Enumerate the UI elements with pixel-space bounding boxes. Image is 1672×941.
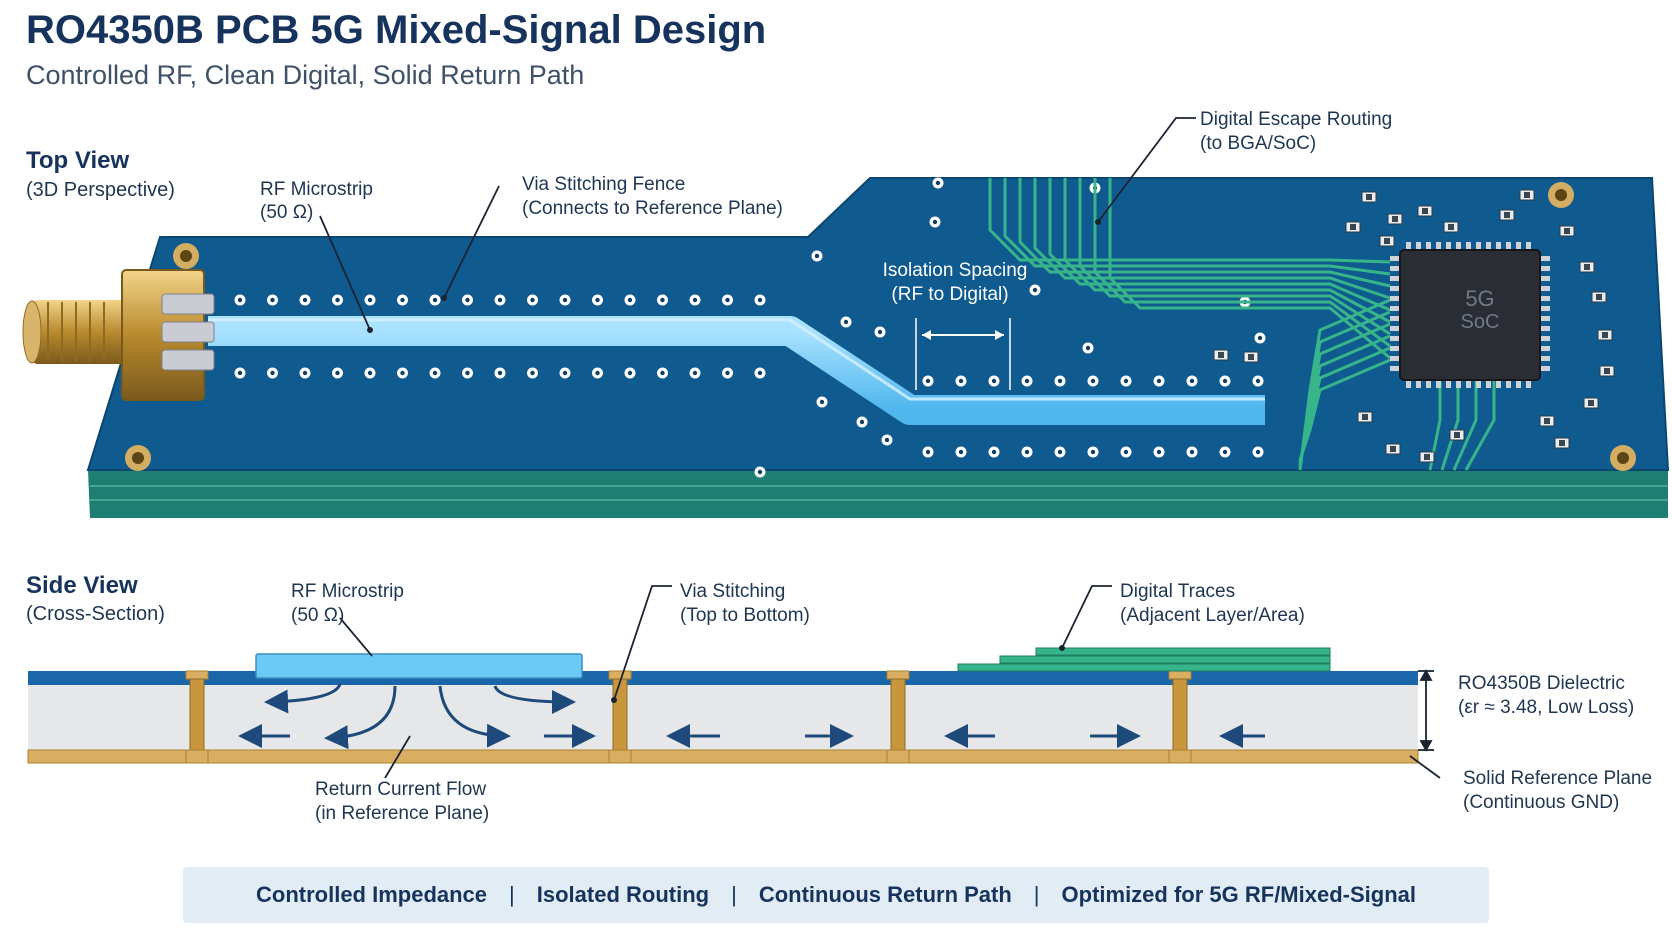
label-digital-escape-sub: (to BGA/SoC) <box>1200 133 1316 154</box>
sma-connector-icon <box>22 269 215 401</box>
top-leaders <box>319 117 1196 331</box>
via-pad-top <box>185 670 209 680</box>
label-rf-microstrip: RF Microstrip <box>260 179 373 200</box>
via-fence-bottom <box>234 367 766 379</box>
digital-trace <box>1078 178 1391 336</box>
dielectric-dimension <box>1418 669 1434 752</box>
side-label-via-sub: (Top to Bottom) <box>680 605 810 626</box>
chip-label-5g: 5G <box>1465 286 1494 311</box>
digital-trace <box>1298 358 1391 461</box>
via-fence-far <box>922 375 1264 458</box>
chip-label-soc: SoC <box>1461 311 1500 333</box>
return-current-arrows <box>238 683 1265 750</box>
digital-trace <box>1033 178 1391 300</box>
side-label-digital: Digital Traces <box>1120 581 1235 602</box>
via-pad-top <box>608 670 632 680</box>
digital-trace <box>1464 380 1496 471</box>
label-via-fence-sub: (Connects to Reference Plane) <box>522 198 783 219</box>
mounting-holes <box>125 182 1636 471</box>
via-barrel <box>890 678 906 751</box>
digital-trace <box>1108 178 1391 360</box>
side-label-digital-sub: (Adjacent Layer/Area) <box>1120 605 1305 626</box>
label-digital-escape: Digital Escape Routing <box>1200 109 1392 130</box>
via-barrel <box>189 678 205 751</box>
footer-item-routing: Isolated Routing <box>536 882 710 907</box>
via-barrel <box>1172 678 1188 751</box>
stitching-vias <box>185 670 1192 764</box>
via-pad-top <box>1168 670 1192 680</box>
side-label-rf: RF Microstrip <box>291 581 404 602</box>
isolation-dimension <box>915 318 1011 390</box>
footer-item-return-path: Continuous Return Path <box>758 882 1012 907</box>
via-pad-bottom <box>185 749 209 764</box>
digital-trace <box>1003 178 1391 276</box>
digital-escape-traces <box>988 178 1496 471</box>
top-view-subheading: (3D Perspective) <box>26 179 175 201</box>
reference-plane <box>27 749 1419 764</box>
side-label-reference: Solid Reference Plane <box>1463 768 1652 789</box>
board-surface <box>86 177 1670 471</box>
top-layer <box>28 671 1418 685</box>
dielectric-layer <box>28 684 1418 750</box>
side-rf-microstrip <box>255 653 583 679</box>
top-view-heading: Top View <box>26 147 129 174</box>
cross-section <box>27 647 1434 764</box>
label-isolation-sub: (RF to Digital) <box>891 284 1008 305</box>
label-isolation: Isolation Spacing <box>883 260 1028 281</box>
via-pad-bottom <box>1168 749 1192 764</box>
side-label-return-sub: (in Reference Plane) <box>315 803 489 824</box>
digital-trace <box>988 178 1391 264</box>
digital-trace <box>1018 178 1391 288</box>
side-view-heading: Side View <box>26 572 138 599</box>
footer-item-optimized: Optimized for 5G RF/Mixed-Signal <box>1061 882 1416 907</box>
digital-trace <box>1440 380 1460 471</box>
via-pad-bottom <box>608 749 632 764</box>
side-label-return: Return Current Flow <box>315 779 486 800</box>
label-rf-microstrip-impedance: (50 Ω) <box>260 202 313 223</box>
side-label-dielectric-sub: (εr ≈ 3.48, Low Loss) <box>1458 697 1634 718</box>
page-subtitle: Controlled RF, Clean Digital, Solid Retu… <box>26 60 585 90</box>
via-pad-top <box>886 670 910 680</box>
digital-trace <box>1063 178 1391 324</box>
digital-trace <box>1452 380 1478 471</box>
side-label-rf-impedance: (50 Ω) <box>291 605 344 626</box>
footer-item-impedance: Controlled Impedance <box>256 882 488 907</box>
rf-microstrip-trace <box>208 316 1265 425</box>
side-view-subheading: (Cross-Section) <box>26 603 165 625</box>
via-pad-bottom <box>886 749 910 764</box>
side-leaders <box>339 585 1441 779</box>
label-via-fence: Via Stitching Fence <box>522 174 685 195</box>
smd-components <box>1213 189 1615 463</box>
via-fence-top <box>234 294 766 306</box>
side-label-dielectric: RO4350B Dielectric <box>1458 673 1625 694</box>
digital-trace <box>1048 178 1391 312</box>
board-edge <box>88 470 1668 518</box>
top-board: 5G SoC <box>22 177 1670 518</box>
side-label-via: Via Stitching <box>680 581 785 602</box>
via-barrel <box>612 678 628 751</box>
side-digital-traces <box>957 647 1331 672</box>
chip-icon: 5G SoC <box>1390 242 1550 388</box>
footer-banner: Controlled Impedance | Isolated Routing … <box>183 867 1489 923</box>
side-label-reference-sub: (Continuous GND) <box>1463 792 1619 813</box>
page-title: RO4350B PCB 5G Mixed-Signal Design <box>26 8 767 52</box>
